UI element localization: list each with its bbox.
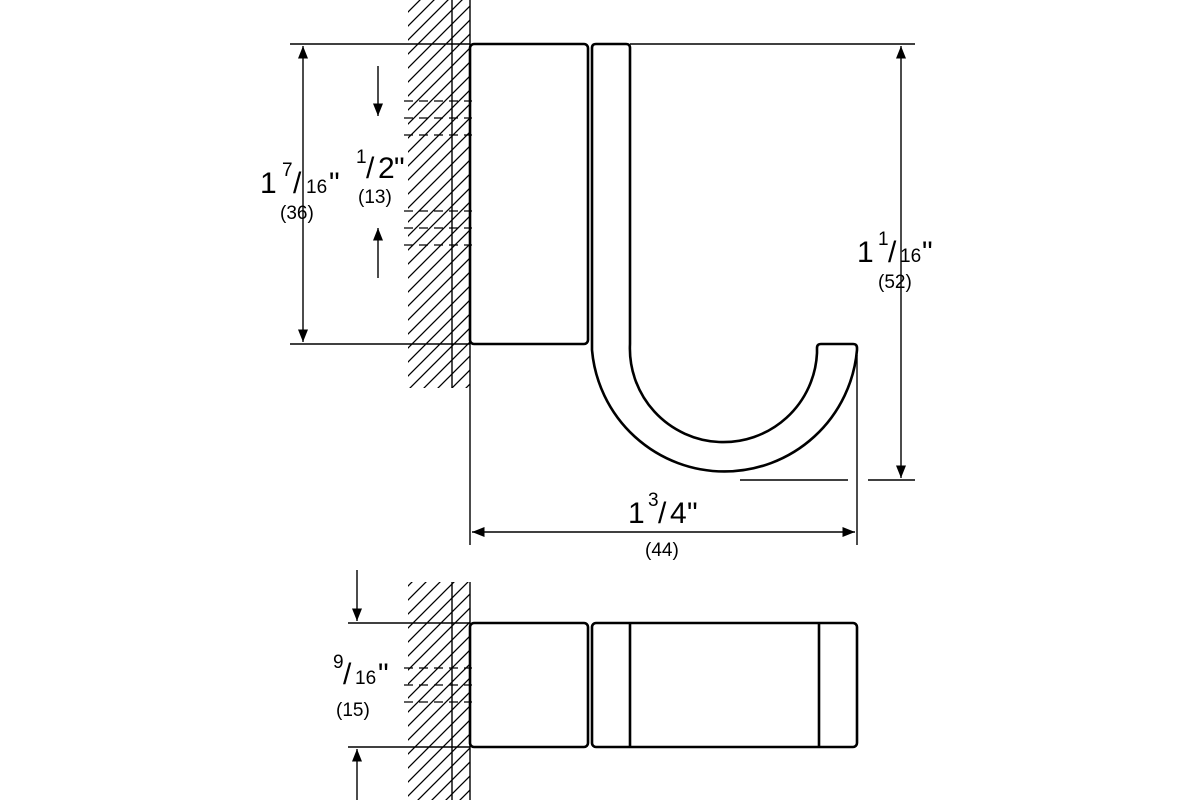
wall-hatch-top-inner (452, 0, 470, 388)
svg-text:1: 1 (628, 497, 645, 530)
svg-text:(36): (36) (280, 203, 314, 224)
svg-text:(15): (15) (336, 700, 370, 721)
label-hook-height: 1 1 / 16 " (52) (857, 229, 933, 293)
side-view (290, 0, 915, 545)
wall-hatch-bottom (408, 582, 452, 800)
svg-text:1: 1 (260, 167, 277, 200)
plan-base-block (468, 621, 590, 749)
svg-text:4: 4 (670, 497, 687, 530)
width-metric: (15) (336, 700, 370, 721)
svg-text:16: 16 (355, 668, 376, 689)
plan-hook-body (590, 621, 859, 749)
svg-text:/: / (888, 236, 897, 269)
svg-text:": " (329, 167, 340, 200)
height-overall-whole: 1 (260, 167, 277, 200)
svg-text:1: 1 (878, 229, 889, 250)
wall-hatch-top (408, 0, 452, 388)
plan-view (348, 570, 859, 800)
wall-hatch-bottom-inner (452, 582, 470, 800)
svg-text:": " (378, 658, 389, 691)
hook-profile (590, 42, 859, 473)
label-projection: 1 3 / 4 " (44) (628, 490, 698, 561)
svg-text:": " (922, 236, 933, 269)
svg-text:/: / (293, 167, 302, 200)
svg-text:(13): (13) (358, 187, 392, 208)
svg-text:": " (687, 497, 698, 530)
svg-text:1: 1 (857, 236, 874, 269)
svg-text:/: / (658, 497, 667, 530)
svg-text:/: / (343, 658, 352, 691)
height-overall-metric: (36) (280, 203, 314, 224)
svg-text:/: / (366, 152, 375, 185)
projection-metric: (44) (645, 540, 679, 561)
hole-spacing-metric: (13) (358, 187, 392, 208)
svg-text:7: 7 (282, 160, 293, 181)
svg-text:(52): (52) (878, 272, 912, 293)
label-height-overall: 1 7 / 16 " (36) (260, 160, 340, 224)
base-block (468, 42, 590, 346)
svg-text:16: 16 (306, 177, 327, 198)
svg-text:16: 16 (900, 246, 921, 267)
svg-text:9: 9 (333, 652, 344, 673)
svg-text:(44): (44) (645, 540, 679, 561)
svg-text:3: 3 (648, 490, 659, 511)
label-hole-spacing: 1 / 2 " (13) (356, 147, 405, 208)
label-width: 9 / 16 " (15) (333, 652, 389, 721)
svg-text:2: 2 (378, 152, 395, 185)
svg-text:": " (394, 152, 405, 185)
hook-height-metric: (52) (878, 272, 912, 293)
svg-text:1: 1 (356, 147, 367, 168)
